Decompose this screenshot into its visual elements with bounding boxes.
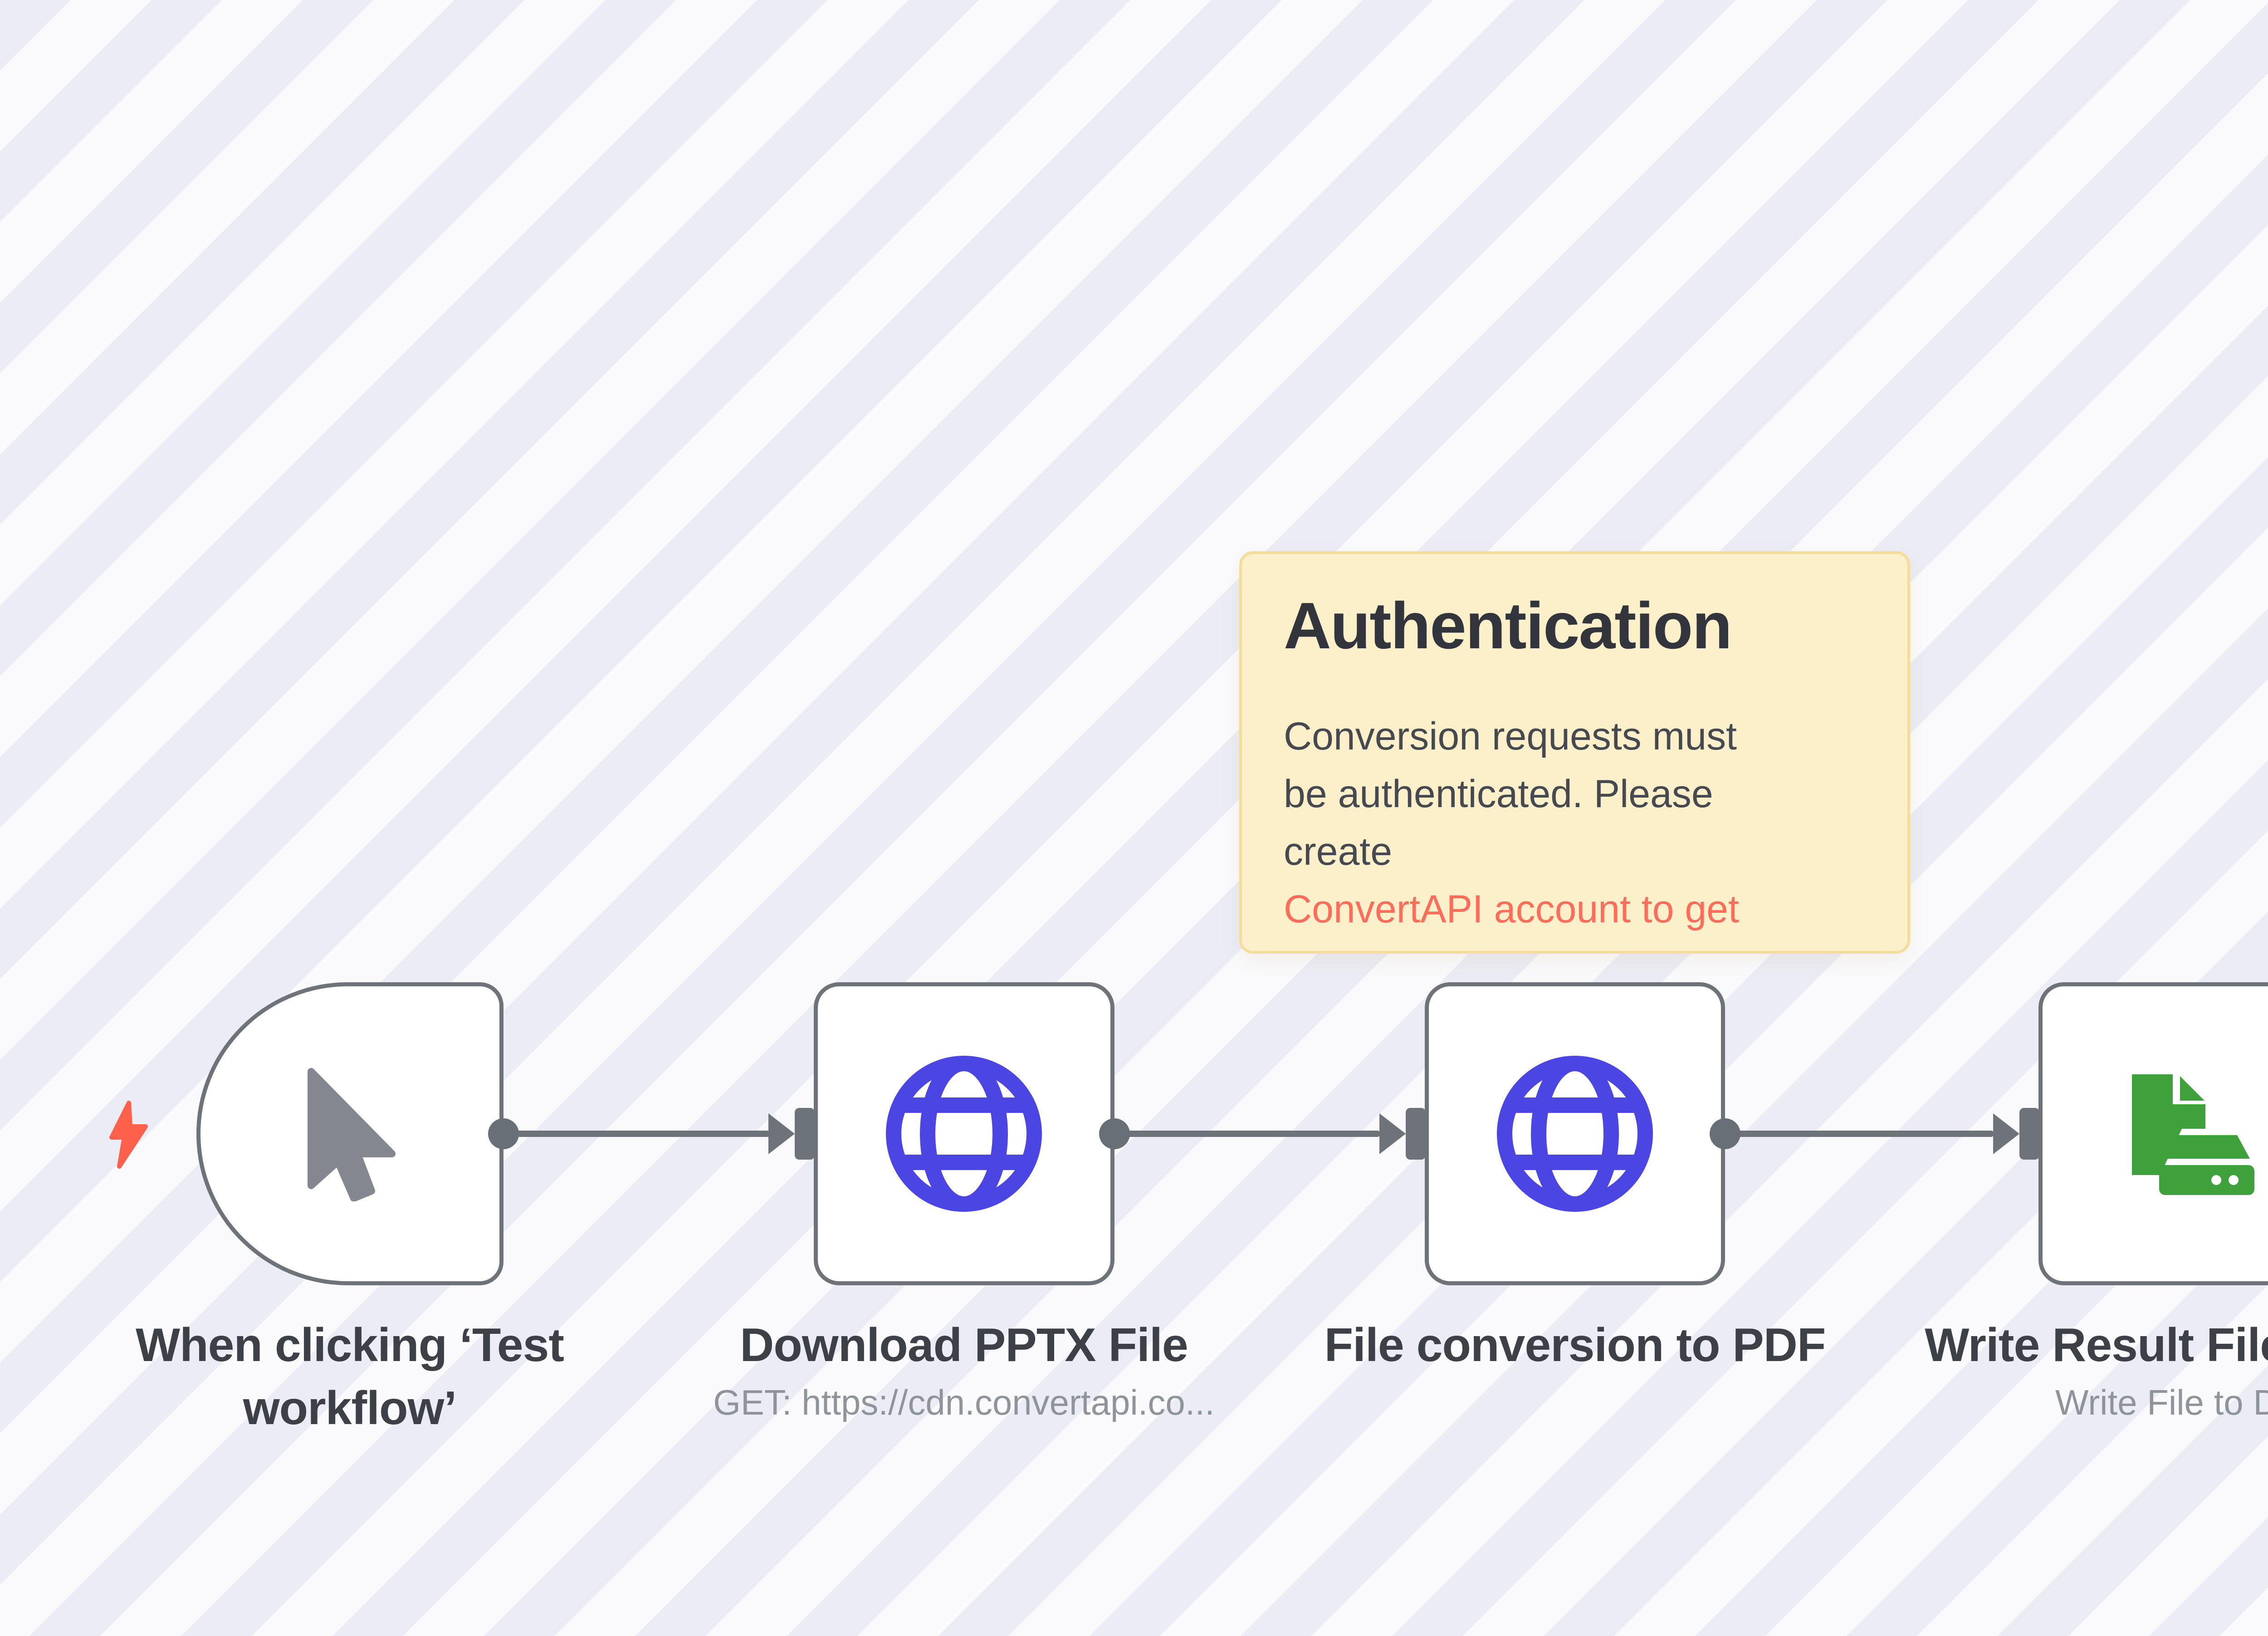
globe-icon xyxy=(1497,1056,1653,1212)
connection-line[interactable] xyxy=(1114,1131,1380,1137)
lightning-bolt-icon xyxy=(109,1101,148,1169)
convertapi-link[interactable]: ConvertAPI account to get xyxy=(1284,887,1739,931)
connection-line[interactable] xyxy=(503,1131,770,1137)
sticky-note[interactable]: Authentication Conversion requests must … xyxy=(1239,551,1910,954)
output-port[interactable] xyxy=(1710,1118,1740,1149)
node-file-conversion-to-pdf[interactable] xyxy=(1425,982,1725,1285)
cursor-icon xyxy=(308,1068,396,1201)
sticky-note-text-line: Conversion requests must xyxy=(1284,714,1737,758)
input-port[interactable] xyxy=(1993,1104,2043,1163)
convertapi-link-clipped[interactable]: authentication secret xyxy=(1284,938,1866,951)
node-subtitle: GET: https://cdn.convertapi.co... xyxy=(713,1382,1215,1422)
connection-line[interactable] xyxy=(1725,1131,1994,1137)
input-port[interactable] xyxy=(1379,1104,1429,1163)
node-download-pptx-file[interactable] xyxy=(814,982,1114,1285)
file-to-disk-icon xyxy=(2132,1074,2254,1195)
sticky-note-title: Authentication xyxy=(1284,589,1732,662)
sticky-note-body: Conversion requests must be authenticate… xyxy=(1284,708,1866,951)
node-label: Write Result File to Disk xyxy=(1925,1319,2268,1371)
globe-icon xyxy=(886,1056,1042,1212)
node-subtitle: Write File to Disk xyxy=(2055,1382,2268,1422)
output-port[interactable] xyxy=(488,1118,519,1149)
sticky-note-text-line: be authenticated. Please xyxy=(1284,772,1713,816)
node-label: File conversion to PDF xyxy=(1324,1319,1826,1371)
sticky-note-text-line: create xyxy=(1284,829,1393,873)
output-port[interactable] xyxy=(1099,1118,1130,1149)
node-label: Download PPTX File xyxy=(740,1319,1188,1371)
node-label: When clicking ‘Test workflow’ xyxy=(135,1319,564,1435)
input-port[interactable] xyxy=(768,1104,818,1163)
